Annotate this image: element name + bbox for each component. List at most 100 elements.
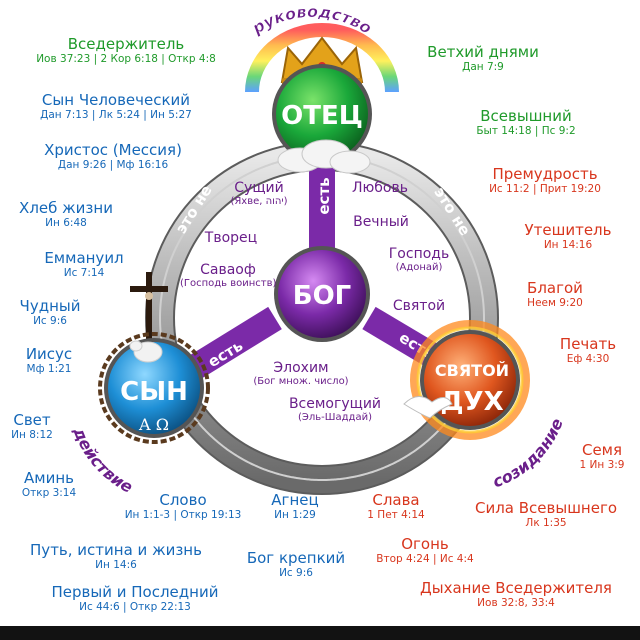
name-title: Вечный xyxy=(353,214,409,230)
son-name: Иисус Мф 1:21 xyxy=(14,345,84,376)
son-name: Бог крепкий Ис 9:6 xyxy=(236,549,356,579)
name-ref: Иов 32:8, 33:4 xyxy=(477,597,555,610)
god-name: Вечный xyxy=(346,214,416,230)
son-name: Слово Ин 1:1-3 | Откр 19:13 xyxy=(108,491,258,522)
name-ref: Быт 14:18 | Пс 9:2 xyxy=(476,125,576,138)
name-ref: Ис 11:2 | Прит 19:20 xyxy=(489,183,601,196)
name-ref: Ин 14:6 xyxy=(95,559,137,572)
name-title: Агнец xyxy=(271,491,319,509)
name-ref: Втор 4:24 | Ис 4:4 xyxy=(376,553,474,566)
name-title: Огонь xyxy=(401,535,449,553)
name-ref: Ис 44:6 | Откр 22:13 xyxy=(79,601,191,614)
god-name: Творец xyxy=(196,230,266,246)
name-ref: Еф 4:30 xyxy=(566,353,610,366)
god-name: Господь (Адонай) xyxy=(374,246,464,274)
name-ref: Неем 9:20 xyxy=(527,297,583,310)
name-ref: Дан 7:13 | Лк 5:24 | Ин 5:27 xyxy=(40,109,192,122)
name-title: Саваоф xyxy=(200,262,256,278)
fire-icon xyxy=(410,320,530,440)
name-title: Благой xyxy=(527,279,583,297)
name-title: Иисус xyxy=(25,345,73,363)
name-ref: Дан 7:9 xyxy=(462,61,504,74)
name-title: Свет xyxy=(13,411,51,429)
bottom-border xyxy=(0,626,640,640)
spirit-name: Печать Еф 4:30 xyxy=(548,335,628,366)
name-ref: (Яхве, יהוה) xyxy=(230,196,288,208)
name-title: Любовь xyxy=(351,180,408,196)
son-name: Христос (Мессия) Дан 9:26 | Мф 16:16 xyxy=(28,141,198,171)
name-ref: (Адонай) xyxy=(395,262,443,274)
name-title: Ветхий днями xyxy=(427,43,539,61)
name-title: Семя xyxy=(581,441,623,459)
name-ref: Ин 6:48 xyxy=(45,217,87,230)
name-title: Аминь xyxy=(24,469,74,487)
father-node: ОТЕЦ xyxy=(272,64,372,164)
ring-label-bottom: это не xyxy=(295,448,349,466)
lamb-icon xyxy=(129,340,163,363)
name-title: Еммануил xyxy=(44,249,124,267)
god-name: Святой xyxy=(384,298,454,314)
son-name: Чудный Ис 9:6 xyxy=(10,297,90,328)
spirit-name: Огонь Втор 4:24 | Ис 4:4 xyxy=(360,535,490,566)
name-ref: Мф 1:21 xyxy=(26,363,72,376)
cloud-icon xyxy=(277,139,371,174)
spoke-label-up: есть xyxy=(315,177,333,214)
name-title: Творец xyxy=(204,230,258,246)
god-label: БОГ xyxy=(293,281,352,311)
spirit-name: Слава 1 Пет 4:14 xyxy=(356,491,436,522)
name-title: Сила Всевышнего xyxy=(474,499,618,517)
spirit-name: Благой Неем 9:20 xyxy=(520,279,590,310)
alpha-omega-label: A Ω xyxy=(138,415,169,434)
name-ref: (Эль-Шаддай) xyxy=(298,412,372,424)
spirit-name: Дыхание Вседержителя Иов 32:8, 33:4 xyxy=(406,579,626,610)
name-ref: Ин 1:29 xyxy=(274,509,316,522)
name-title: Господь xyxy=(388,246,450,262)
name-ref: Иов 37:23 | 2 Кор 6:18 | Откр 4:8 xyxy=(36,53,216,66)
name-title: Печать xyxy=(559,335,617,353)
name-title: Всевышний xyxy=(480,107,572,125)
name-ref: (Бог множ. число) xyxy=(253,376,349,388)
name-ref: Ин 14:16 xyxy=(543,239,593,252)
name-title: Утешитель xyxy=(524,221,612,239)
spirit-node: СВЯТОЙ ДУХ xyxy=(420,330,520,430)
name-ref: Ин 1:1-3 | Откр 19:13 xyxy=(124,509,242,522)
son-name: Первый и Последний Ис 44:6 | Откр 22:13 xyxy=(40,583,230,614)
spirit-name: Семя 1 Ин 3:9 xyxy=(570,441,634,472)
spirit-label-line1: СВЯТОЙ xyxy=(435,361,509,380)
rainbow-icon xyxy=(245,23,399,93)
son-name: Свет Ин 8:12 xyxy=(2,411,62,442)
father-label: ОТЕЦ xyxy=(281,101,363,131)
name-ref: Откр 3:14 xyxy=(21,487,77,500)
father-name: Ветхий днями Дан 7:9 xyxy=(408,43,558,74)
son-node: СЫН A Ω xyxy=(104,338,204,438)
god-name: Любовь xyxy=(340,180,420,196)
god-name: Сущий (Яхве, יהוה) xyxy=(214,180,304,208)
name-ref: 1 Пет 4:14 xyxy=(367,509,425,522)
father-name: Вседержитель Иов 37:23 | 2 Кор 6:18 | От… xyxy=(26,35,226,66)
name-title: Святой xyxy=(392,298,446,314)
spirit-name: Сила Всевышнего Лк 1:35 xyxy=(466,499,626,530)
name-ref: 1 Ин 3:9 xyxy=(579,459,625,472)
name-title: Путь, истина и жизнь xyxy=(30,541,202,559)
name-title: Слово xyxy=(159,491,207,509)
name-ref: Лк 1:35 xyxy=(525,517,567,530)
name-ref: Ин 8:12 xyxy=(11,429,53,442)
thorn-crown-icon xyxy=(98,332,210,444)
son-name: Хлеб жизни Ин 6:48 xyxy=(6,199,126,230)
name-title: Хлеб жизни xyxy=(19,199,113,217)
name-title: Чудный xyxy=(19,297,81,315)
god-name: Элохим (Бог множ. число) xyxy=(236,360,366,388)
name-title: Вседержитель xyxy=(67,35,185,53)
name-title: Элохим xyxy=(273,360,329,376)
crucifix-icon xyxy=(130,272,168,346)
name-ref: Ис 9:6 xyxy=(33,315,67,328)
spirit-name: Премудрость Ис 11:2 | Прит 19:20 xyxy=(470,165,620,196)
name-title: Всемогущий xyxy=(288,396,382,412)
god-name: Саваоф (Господь воинств) xyxy=(180,262,276,290)
name-ref: Ис 7:14 xyxy=(63,267,105,280)
name-title: Премудрость xyxy=(492,165,598,183)
spirit-name: Утешитель Ин 14:16 xyxy=(518,221,618,252)
name-title: Христос (Мессия) xyxy=(44,141,182,159)
